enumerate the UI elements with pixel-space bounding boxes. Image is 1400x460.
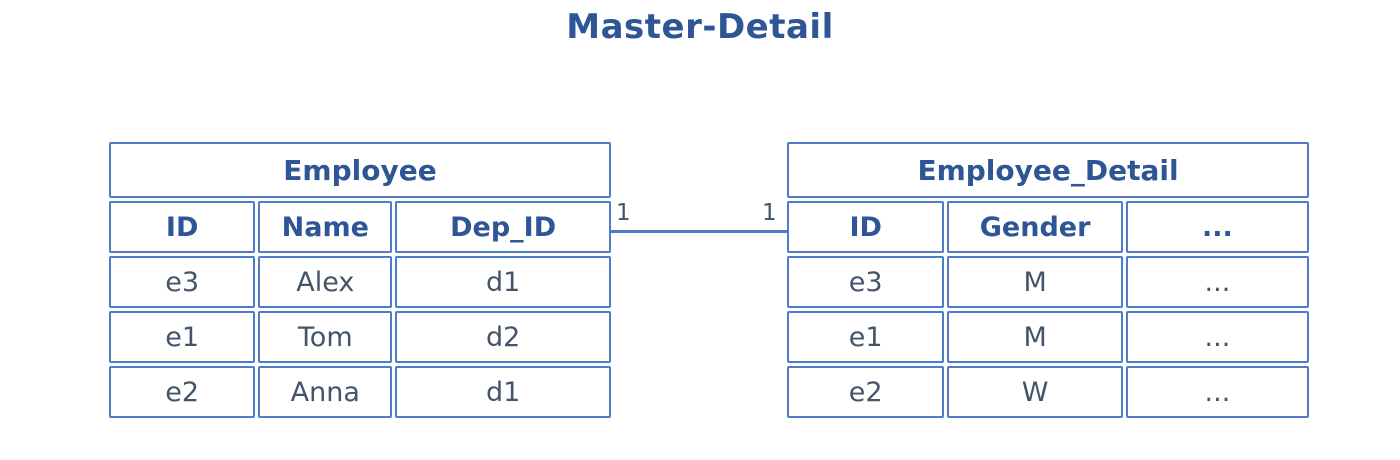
table-row: e3 Alex d1: [109, 256, 611, 308]
table-row: e1 Tom d2: [109, 311, 611, 363]
table-cell: e2: [109, 366, 256, 418]
table-cell: M: [947, 311, 1123, 363]
table-cell: e2: [787, 366, 945, 418]
column-header: ID: [787, 201, 945, 253]
cardinality-label-right: 1: [762, 200, 777, 226]
column-header: Dep_ID: [395, 201, 611, 253]
table-cell: ...: [1125, 311, 1309, 363]
column-header: ID: [109, 201, 256, 253]
table-cell: e1: [787, 311, 945, 363]
cardinality-label-left: 1: [616, 200, 631, 226]
table-cell: W: [947, 366, 1123, 418]
table-row: Employee: [109, 142, 611, 198]
table-cell: Anna: [258, 366, 393, 418]
table-cell: ...: [1125, 256, 1309, 308]
column-header: Gender: [947, 201, 1123, 253]
relationship-line: [610, 230, 788, 233]
employee-table-title: Employee: [109, 142, 611, 198]
column-header: Name: [258, 201, 393, 253]
table-cell: d2: [395, 311, 611, 363]
table-row: e2 W ...: [787, 366, 1309, 418]
table-cell: e3: [787, 256, 945, 308]
table-row: e1 M ...: [787, 311, 1309, 363]
table-header-row: ID Name Dep_ID: [109, 201, 611, 253]
table-header-row: ID Gender ...: [787, 201, 1309, 253]
table-row: Employee_Detail: [787, 142, 1309, 198]
table-row: e2 Anna d1: [109, 366, 611, 418]
table-cell: e1: [109, 311, 256, 363]
employee-detail-table-title: Employee_Detail: [787, 142, 1309, 198]
table-cell: M: [947, 256, 1123, 308]
page-title: Master-Detail: [566, 7, 834, 47]
table-cell: Alex: [258, 256, 393, 308]
table-cell: e3: [109, 256, 256, 308]
table-cell: Tom: [258, 311, 393, 363]
table-cell: d1: [395, 366, 611, 418]
employee-detail-table: Employee_Detail ID Gender ... e3 M ... e…: [784, 139, 1312, 421]
table-cell: d1: [395, 256, 611, 308]
table-row: e3 M ...: [787, 256, 1309, 308]
table-cell: ...: [1125, 366, 1309, 418]
column-header: ...: [1125, 201, 1309, 253]
employee-table: Employee ID Name Dep_ID e3 Alex d1 e1 To…: [106, 139, 614, 421]
